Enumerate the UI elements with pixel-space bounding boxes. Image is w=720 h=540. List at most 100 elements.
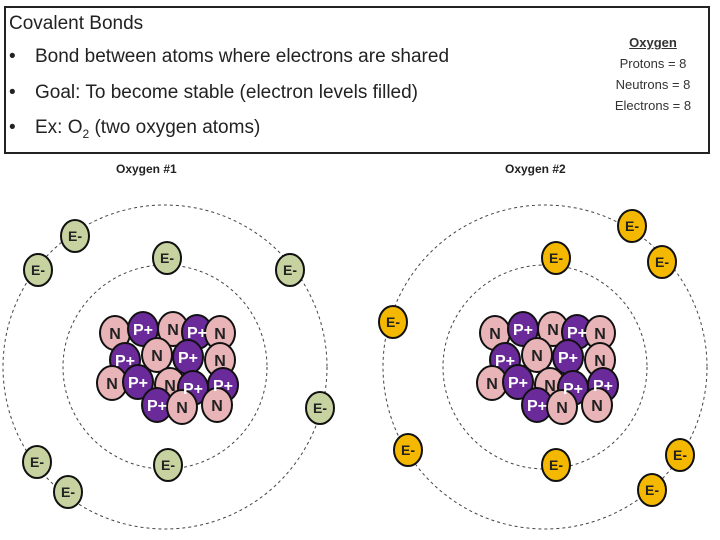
electron-label: E-	[549, 457, 563, 473]
proton-label: P+	[187, 325, 207, 342]
neutron-label: N	[106, 376, 118, 393]
particle-shapes	[2, 204, 708, 530]
proton-label: P+	[567, 325, 587, 342]
electron	[541, 241, 571, 275]
proton-label: P+	[563, 381, 583, 398]
proton-label: P+	[133, 322, 153, 339]
proton-label: P+	[593, 378, 613, 395]
neutron	[521, 337, 553, 373]
electron	[647, 245, 677, 279]
electron-label: E-	[655, 254, 669, 270]
proton-label: P+	[115, 353, 135, 370]
electron-label: E-	[68, 228, 82, 244]
proton-label: P+	[513, 322, 533, 339]
neutron-label: N	[214, 326, 226, 343]
neutron-label: N	[176, 400, 188, 417]
proton-label: P+	[508, 375, 528, 392]
info-protons: Protons = 8	[619, 56, 687, 71]
electron-label: E-	[283, 262, 297, 278]
neutron-label: N	[167, 322, 179, 339]
neutron-label: N	[211, 398, 223, 415]
proton	[122, 364, 154, 400]
electron-label: E-	[61, 484, 75, 500]
electron	[393, 433, 423, 467]
bullet-2: • Goal: To become stable (electron levels…	[9, 82, 418, 104]
oxygen-info: Oxygen Protons = 8 Neutrons = 8 Electron…	[598, 32, 708, 116]
electron-label: E-	[625, 218, 639, 234]
neutron	[581, 387, 613, 423]
electron-label: E-	[31, 262, 45, 278]
neutron-label: N	[164, 378, 176, 395]
atom-2	[378, 204, 708, 530]
electron-label: E-	[161, 457, 175, 473]
info-electrons: Electrons = 8	[614, 98, 692, 113]
proton-label: P+	[527, 398, 547, 415]
neutron-label: N	[591, 398, 603, 415]
electron-label: E-	[401, 442, 415, 458]
proton	[502, 364, 534, 400]
proton-label: P+	[558, 350, 578, 367]
neutron-label: N	[486, 376, 498, 393]
proton-label: P+	[495, 353, 515, 370]
info-title: Oxygen	[629, 35, 677, 50]
electron-label: E-	[313, 400, 327, 416]
bullet-dot: •	[9, 82, 16, 103]
electron	[22, 445, 52, 479]
bullet-text: Bond between atoms where electrons are s…	[35, 46, 450, 67]
outer-orbit	[2, 204, 328, 530]
neutron	[546, 389, 578, 425]
atom-2-label: Oxygen #2	[505, 162, 566, 176]
neutron-label: N	[594, 353, 606, 370]
electron	[23, 253, 53, 287]
bullet-3: •Ex: O2 (two oxygen atoms)	[9, 117, 260, 141]
electron-label: E-	[30, 454, 44, 470]
electron-label: E-	[645, 482, 659, 498]
outer-orbit	[382, 204, 708, 530]
electron	[378, 305, 408, 339]
neutron-label: N	[151, 348, 163, 365]
electron-label: E-	[673, 447, 687, 463]
neutron	[141, 337, 173, 373]
neutron	[166, 389, 198, 425]
electron	[665, 438, 695, 472]
electron	[541, 448, 571, 482]
slide-title: Covalent Bonds	[9, 13, 144, 34]
inner-orbit	[442, 264, 648, 470]
electron	[305, 391, 335, 425]
bullet-dot: •	[9, 117, 16, 138]
electron	[152, 241, 182, 275]
electron	[60, 219, 90, 253]
electron	[617, 209, 647, 243]
definition-box	[4, 6, 710, 154]
atom-1-label: Oxygen #1	[116, 162, 177, 176]
electron-label: E-	[160, 250, 174, 266]
neutron-label: N	[547, 322, 559, 339]
electron	[153, 448, 183, 482]
electron	[275, 253, 305, 287]
bullet-dot: •	[9, 46, 16, 67]
neutron-label: N	[489, 326, 501, 343]
proton-label: P+	[178, 350, 198, 367]
bullet-text: Goal: To become stable (electron levels …	[35, 82, 419, 103]
electron	[637, 473, 667, 507]
proton-label: P+	[213, 378, 233, 395]
bullet-1: • Bond between atoms where electrons are …	[9, 46, 449, 68]
electron	[53, 475, 83, 509]
example-subscript: 2	[82, 126, 90, 141]
proton-label: P+	[128, 375, 148, 392]
info-neutrons: Neutrons = 8	[615, 77, 691, 92]
atom-1	[2, 204, 335, 530]
neutron-label: N	[109, 326, 121, 343]
neutron-label: N	[531, 348, 543, 365]
neutron-label: N	[214, 353, 226, 370]
example-suffix: (two oxygen atoms)	[89, 117, 261, 138]
neutron-label: N	[556, 400, 568, 417]
proton-label: P+	[147, 398, 167, 415]
electron-label: E-	[386, 314, 400, 330]
neutron-label: N	[544, 378, 556, 395]
proton-label: P+	[183, 381, 203, 398]
electron-label: E-	[549, 250, 563, 266]
neutron	[201, 387, 233, 423]
